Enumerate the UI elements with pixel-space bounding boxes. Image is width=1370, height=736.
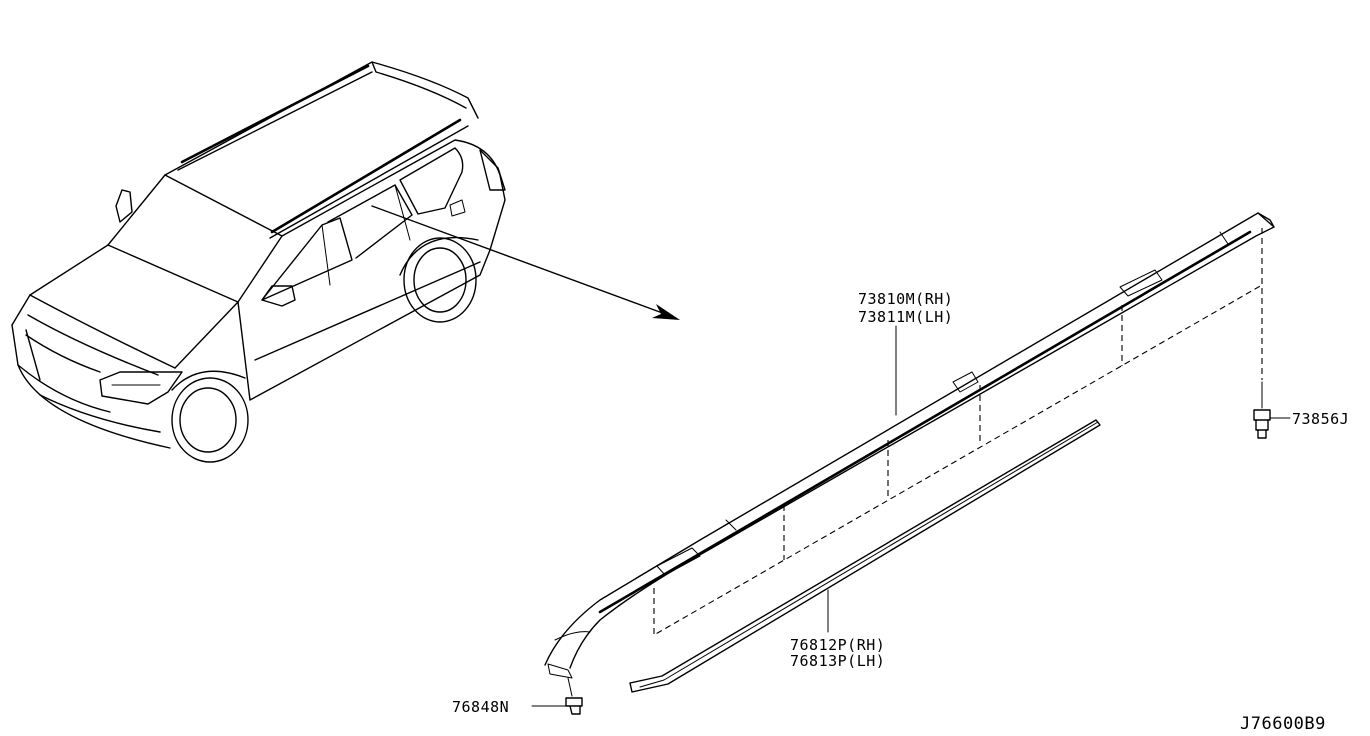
- label-roof-rail-lh: 73811M(LH): [858, 308, 953, 326]
- label-clip-front: 76848N: [452, 698, 509, 716]
- diagram-id: J76600B9: [1240, 714, 1326, 734]
- label-drip-molding-lh: 76813P(LH): [790, 652, 885, 670]
- label-roof-rail-rh: 73810M(RH): [858, 290, 953, 308]
- clip-73856j-icon: [1253, 381, 1271, 439]
- drip-molding-part: [629, 419, 1101, 693]
- roof-rail-part: [544, 212, 1275, 679]
- leader-arrow: [371, 205, 680, 320]
- clip-76848n-icon: [565, 677, 583, 715]
- label-clip-rear: 73856J: [1292, 410, 1349, 428]
- label-drip-molding-rh: 76812P(RH): [790, 636, 885, 654]
- vehicle-illustration: [11, 61, 506, 463]
- attachment-dashes: [653, 228, 1263, 636]
